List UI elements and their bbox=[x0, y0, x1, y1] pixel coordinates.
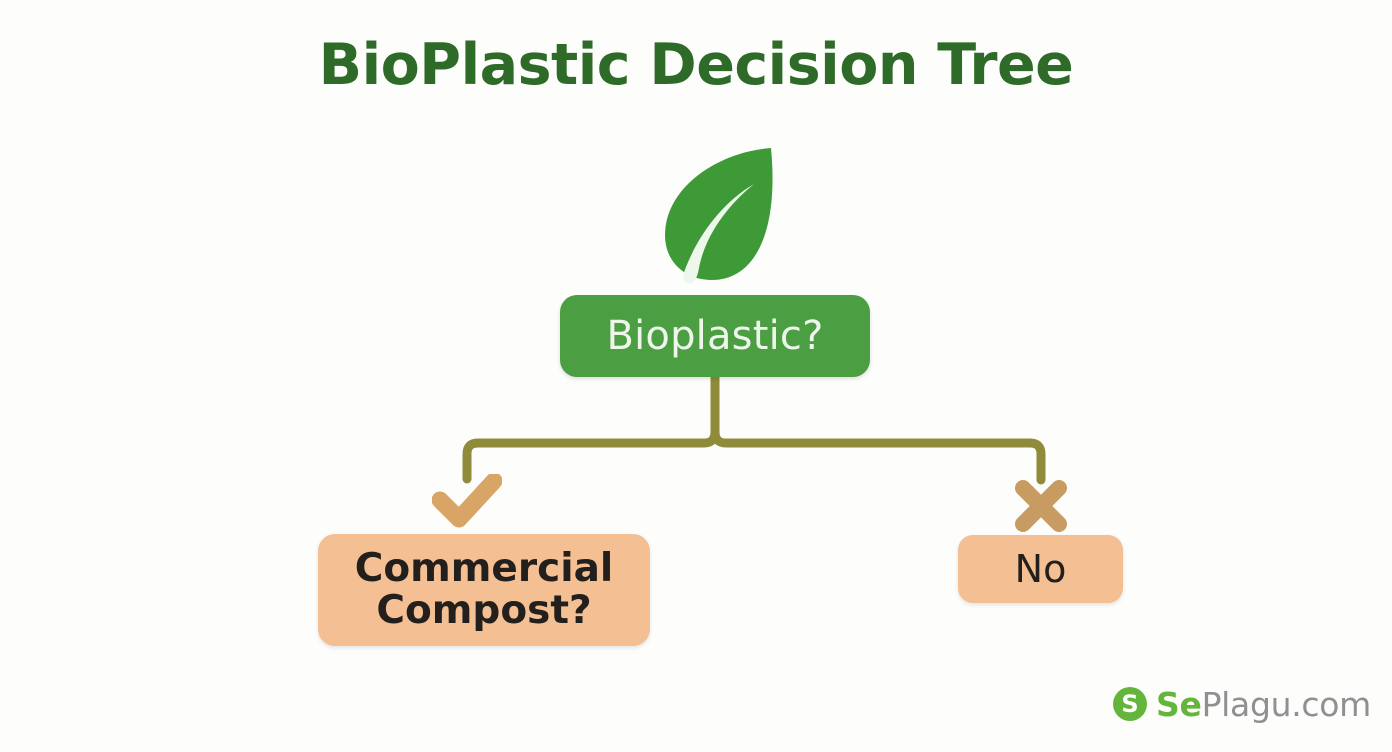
node-commercial-compost[interactable]: Commercial Compost? bbox=[318, 534, 650, 646]
node-no[interactable]: No bbox=[958, 535, 1123, 603]
node-commercial-compost-label: Commercial Compost? bbox=[354, 546, 614, 633]
node-no-label: No bbox=[1014, 547, 1067, 591]
watermark-logo: S SePlagu.com bbox=[1113, 682, 1371, 726]
cross-icon bbox=[1012, 478, 1070, 534]
check-icon bbox=[431, 472, 503, 530]
seplagu-badge-icon: S bbox=[1113, 687, 1147, 721]
node-bioplastic-label: Bioplastic? bbox=[606, 313, 824, 359]
watermark-brand-secondary: Plagu.com bbox=[1201, 684, 1372, 724]
page-title: BioPlastic Decision Tree bbox=[318, 32, 1074, 98]
connector-no-branch bbox=[710, 427, 1046, 485]
node-bioplastic[interactable]: Bioplastic? bbox=[560, 295, 870, 377]
watermark-text: SePlagu.com bbox=[1156, 685, 1371, 724]
leaf-icon bbox=[655, 140, 785, 290]
connector-yes-branch bbox=[462, 427, 720, 484]
watermark-brand-primary: Se bbox=[1156, 684, 1202, 724]
